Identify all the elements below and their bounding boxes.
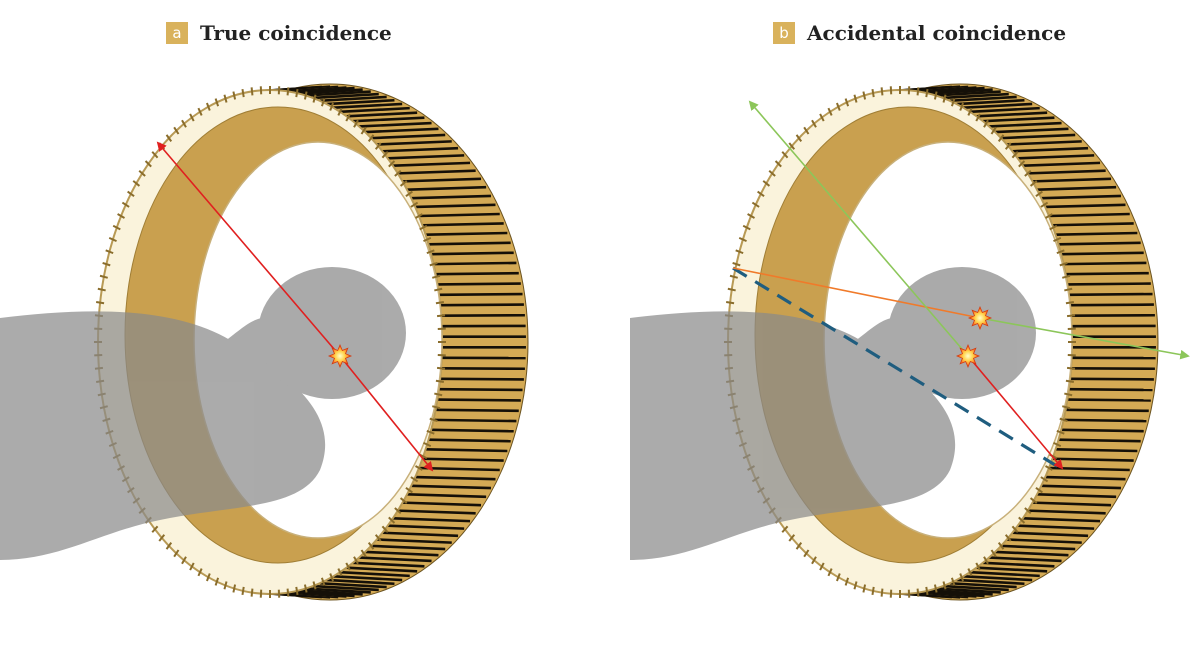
panel-a-header: a True coincidence — [166, 20, 392, 46]
head — [888, 267, 1036, 399]
torso — [630, 311, 956, 560]
patient-body — [0, 267, 406, 560]
event1-photon-green-right — [979, 317, 1190, 360]
event2-photon-green-up — [748, 100, 969, 357]
torso — [0, 311, 326, 560]
panel-a-letter: a — [172, 23, 182, 42]
accidental-lor-dashed — [732, 266, 1061, 470]
patient-body — [630, 267, 1036, 560]
panel-b-letter: b — [779, 23, 789, 42]
head — [258, 267, 406, 399]
annihilation-1-explosion-icon — [967, 305, 993, 331]
panel-b-title: Accidental coincidence — [807, 21, 1067, 45]
panel-a-badge: a — [166, 22, 188, 44]
true-photon-line-2 — [339, 355, 434, 472]
annihilation-2-explosion-icon — [955, 343, 981, 369]
panel-b-badge: b — [773, 22, 795, 44]
panel-b — [630, 83, 1190, 601]
event2-photon-red — [967, 355, 1064, 470]
panel-b-header: b Accidental coincidence — [773, 20, 1066, 46]
panel-a-title: True coincidence — [200, 21, 392, 45]
panel-a — [0, 83, 529, 601]
annihilation-explosion-icon — [327, 343, 353, 369]
event1-photon-orange — [732, 267, 981, 319]
true-photon-line-1 — [156, 141, 341, 357]
